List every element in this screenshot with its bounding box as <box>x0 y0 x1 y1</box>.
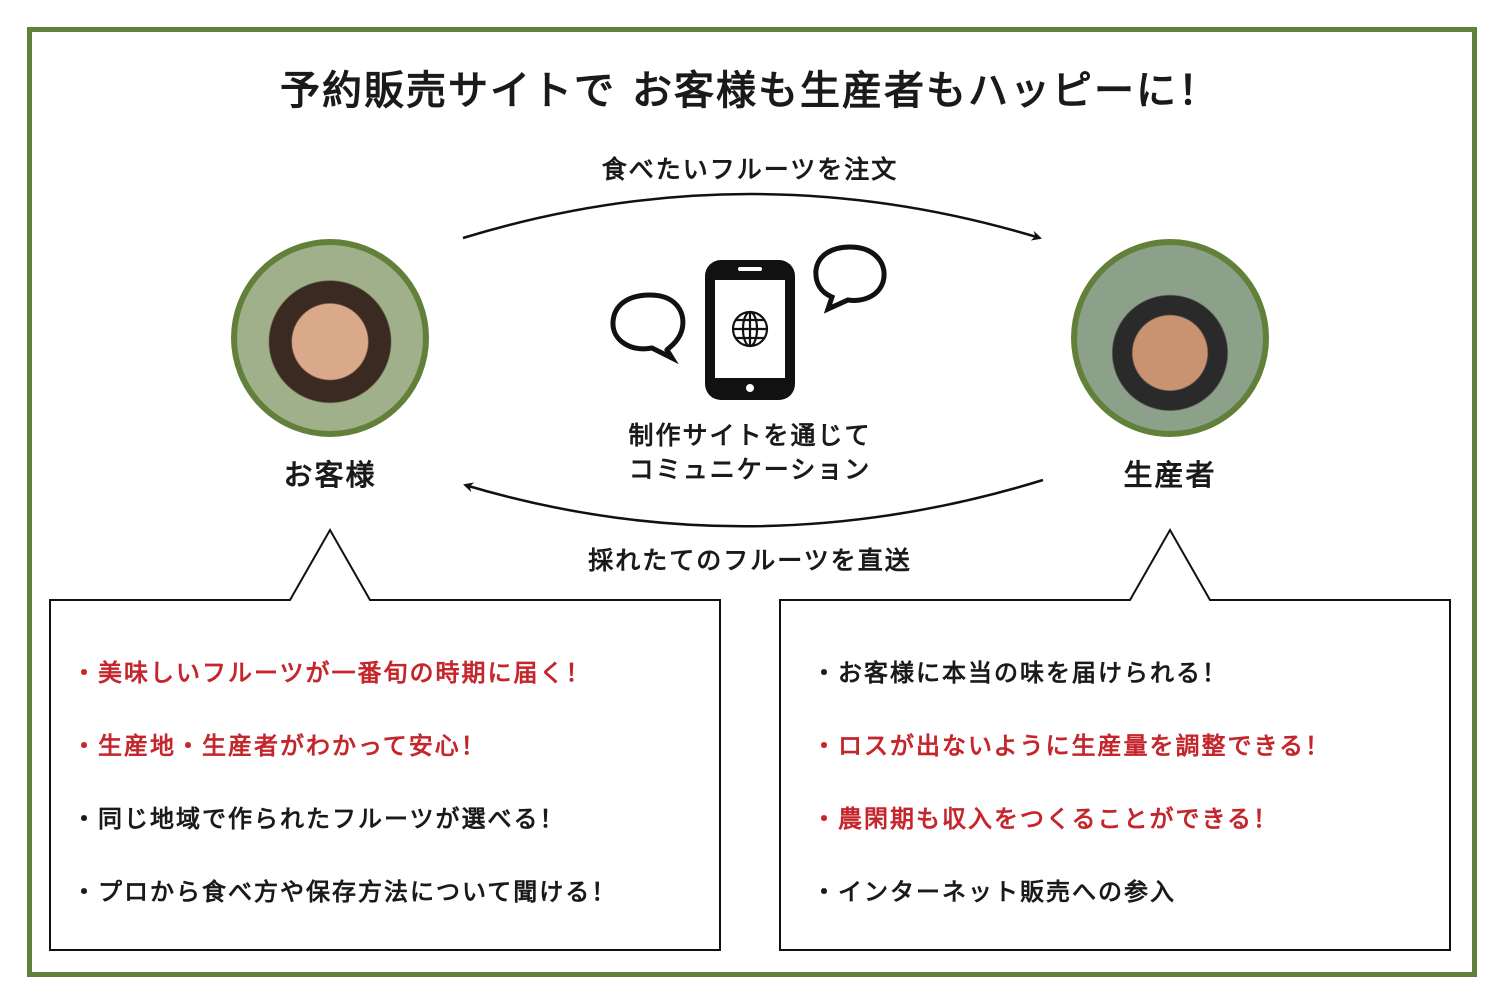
producer-photo <box>1071 239 1269 437</box>
benefit-item: ・農閑期も収入をつくることができる！ <box>812 805 1280 833</box>
globe-icon <box>731 310 769 348</box>
benefit-item: ・お客様に本当の味を届けられる！ <box>812 659 1228 687</box>
smartphone-icon <box>705 260 795 400</box>
customer-label: お客様 <box>283 458 377 492</box>
center-text-line-1: 制作サイトを通じて <box>628 421 872 450</box>
customer-benefits-list: ・美味しいフルーツが一番旬の時期に届く！ ・生産地・生産者がわかって安心！ ・同… <box>72 658 617 950</box>
speech-bubble-right-icon <box>813 244 887 314</box>
benefit-item: ・美味しいフルーツが一番旬の時期に届く！ <box>72 659 592 687</box>
customer-photo <box>231 239 429 437</box>
delivery-arrow-label: 採れたてのフルーツを直送 <box>588 546 912 575</box>
benefit-item: ・生産地・生産者がわかって安心！ <box>72 732 487 760</box>
order-arrow <box>462 192 1042 241</box>
speech-bubble-left-icon <box>610 292 686 365</box>
benefit-item: ・ロスが出ないように生産量を調整できる！ <box>812 732 1332 760</box>
customer-callout-box <box>49 527 721 951</box>
page-title: 予約販売サイトで お客様も生産者もハッピーに！ <box>280 68 1220 114</box>
diagram-frame <box>27 27 1477 977</box>
order-arrow-label: 食べたいフルーツを注文 <box>601 155 899 184</box>
benefit-item: ・プロから食べ方や保存方法について聞ける！ <box>72 878 618 906</box>
benefit-item: ・インターネット販売への参入 <box>812 878 1176 906</box>
producer-benefits-list: ・お客様に本当の味を届けられる！ ・ロスが出ないように生産量を調整できる！ ・農… <box>812 658 1331 950</box>
producer-label: 生産者 <box>1123 458 1217 492</box>
benefit-item: ・同じ地域で作られたフルーツが選べる！ <box>72 805 566 833</box>
delivery-arrow <box>463 478 1044 528</box>
producer-callout-box <box>779 527 1451 951</box>
center-text-line-2: コミュニケーション <box>628 455 872 484</box>
